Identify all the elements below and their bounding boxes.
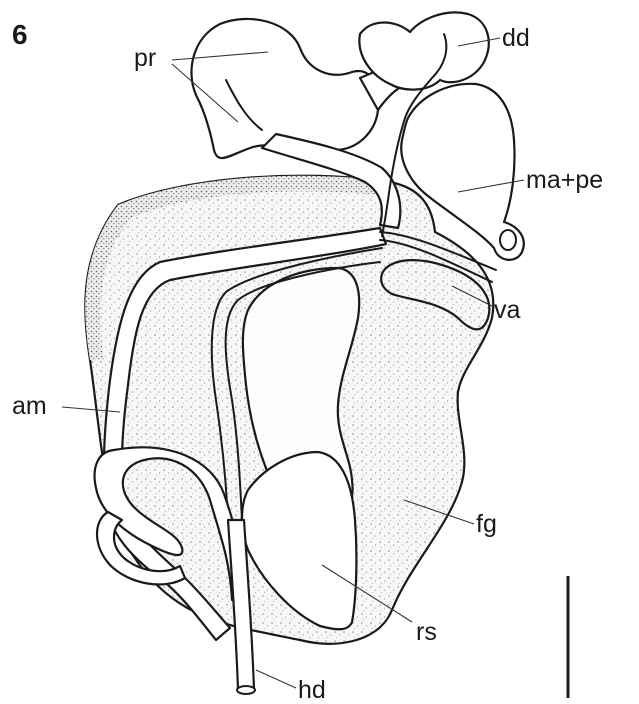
label-am: am — [12, 392, 47, 420]
label-ma-pe: ma+pe — [526, 166, 603, 194]
figure-number: 6 — [12, 19, 28, 50]
label-fg: fg — [476, 510, 497, 538]
label-rs: rs — [416, 618, 437, 646]
label-hd: hd — [298, 676, 326, 704]
hermaphroditic-duct-opening — [237, 686, 255, 694]
label-va: va — [494, 296, 521, 324]
label-pr: pr — [134, 44, 156, 72]
label-dd: dd — [502, 24, 530, 52]
leader-hd — [256, 670, 296, 688]
penis-opening — [500, 230, 516, 250]
digitiform-gland — [359, 12, 488, 89]
